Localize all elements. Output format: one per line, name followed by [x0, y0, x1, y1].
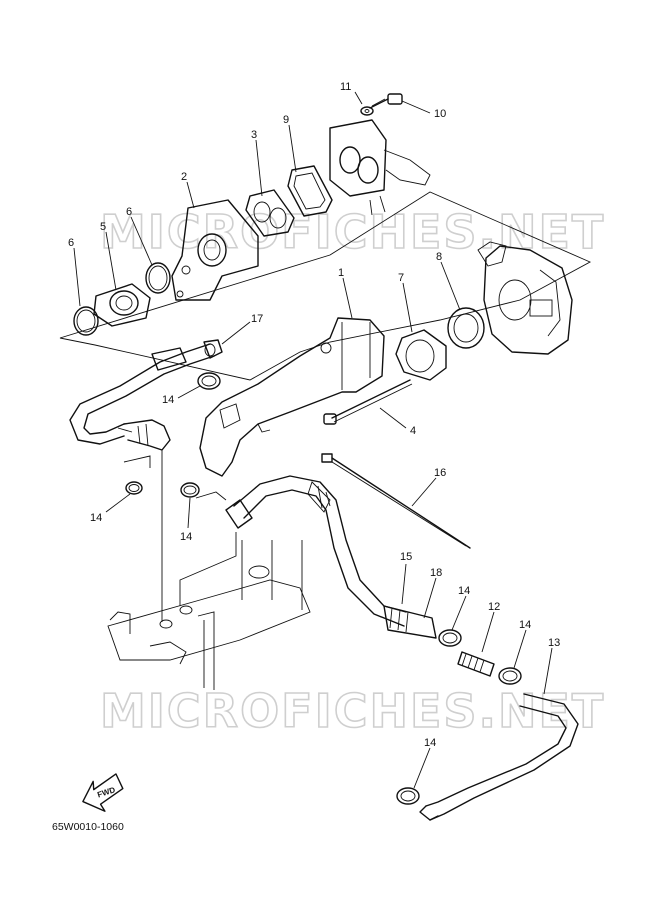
part-5-flange: [93, 283, 151, 327]
engine-base: [107, 540, 311, 690]
part-9-gasket: [287, 165, 333, 217]
callout-4: 4: [410, 425, 416, 437]
callout-11: 11: [340, 81, 351, 93]
part-13-hose: [419, 693, 579, 821]
guide-line-4: [195, 491, 227, 501]
part-11-washer: [360, 106, 374, 116]
part-12-joint: [457, 651, 495, 677]
callout-14-e: 14: [519, 619, 531, 631]
part-14-clamp-d: [438, 629, 462, 647]
part-8-throttle-body: [447, 241, 573, 355]
part-14-clamp-b: [125, 481, 143, 495]
part-4-bolt: [323, 379, 413, 425]
callout-2: 2: [181, 171, 187, 183]
callout-1: 1: [338, 267, 344, 279]
part-14-clamp-a: [197, 372, 221, 390]
part-1-silencer: [199, 317, 385, 477]
part-7-clamp: [395, 329, 447, 381]
part-3-gasket: [245, 189, 295, 237]
part-16-cable-tie: [321, 453, 471, 549]
callout-8: 8: [436, 251, 442, 263]
callout-13: 13: [548, 637, 560, 649]
part-14-clamp-e: [498, 667, 522, 685]
manifold-flange: [329, 119, 431, 216]
part-17-fitting: [203, 339, 223, 359]
drawing-code: 65W0010-1060: [52, 821, 124, 833]
callout-17: 17: [251, 313, 263, 325]
part-6-o-ring-lower: [73, 306, 99, 336]
callout-14-a: 14: [162, 394, 174, 406]
callout-3: 3: [251, 129, 257, 141]
watermark-bottom: MICROFICHES.NET: [100, 684, 605, 738]
callout-14-c: 14: [180, 531, 192, 543]
upper-hose: [69, 343, 215, 451]
part-18-sleeve: [383, 605, 437, 639]
callout-9: 9: [283, 114, 289, 126]
guide-line-3: [179, 532, 237, 606]
callout-5: 5: [100, 221, 106, 233]
guide-line-2: [123, 455, 151, 468]
callout-14-f: 14: [424, 737, 436, 749]
part-2-adapter: [171, 199, 259, 301]
callout-14-d: 14: [458, 585, 470, 597]
part-10-bolt: [369, 93, 403, 109]
callout-14-b: 14: [90, 512, 102, 524]
callout-12: 12: [488, 601, 500, 613]
part-14-clamp-f: [396, 787, 420, 805]
part-14-clamp-c: [180, 482, 200, 498]
part-6-o-ring-upper: [145, 262, 171, 294]
callout-7: 7: [398, 272, 404, 284]
watermark-top: MICROFICHES.NET: [100, 205, 605, 259]
callout-15: 15: [400, 551, 412, 563]
lower-hose-elbow: [225, 475, 407, 627]
callout-18: 18: [430, 567, 442, 579]
exploded-view-boundary: [59, 191, 592, 381]
leader-lines: [73, 91, 553, 789]
callout-6-lower: 6: [68, 237, 74, 249]
forward-label: FWD: [96, 785, 116, 799]
callout-10: 10: [434, 108, 446, 120]
forward-arrow-icon: FWD: [82, 773, 124, 812]
callout-16: 16: [434, 467, 446, 479]
callout-6-upper: 6: [126, 206, 132, 218]
